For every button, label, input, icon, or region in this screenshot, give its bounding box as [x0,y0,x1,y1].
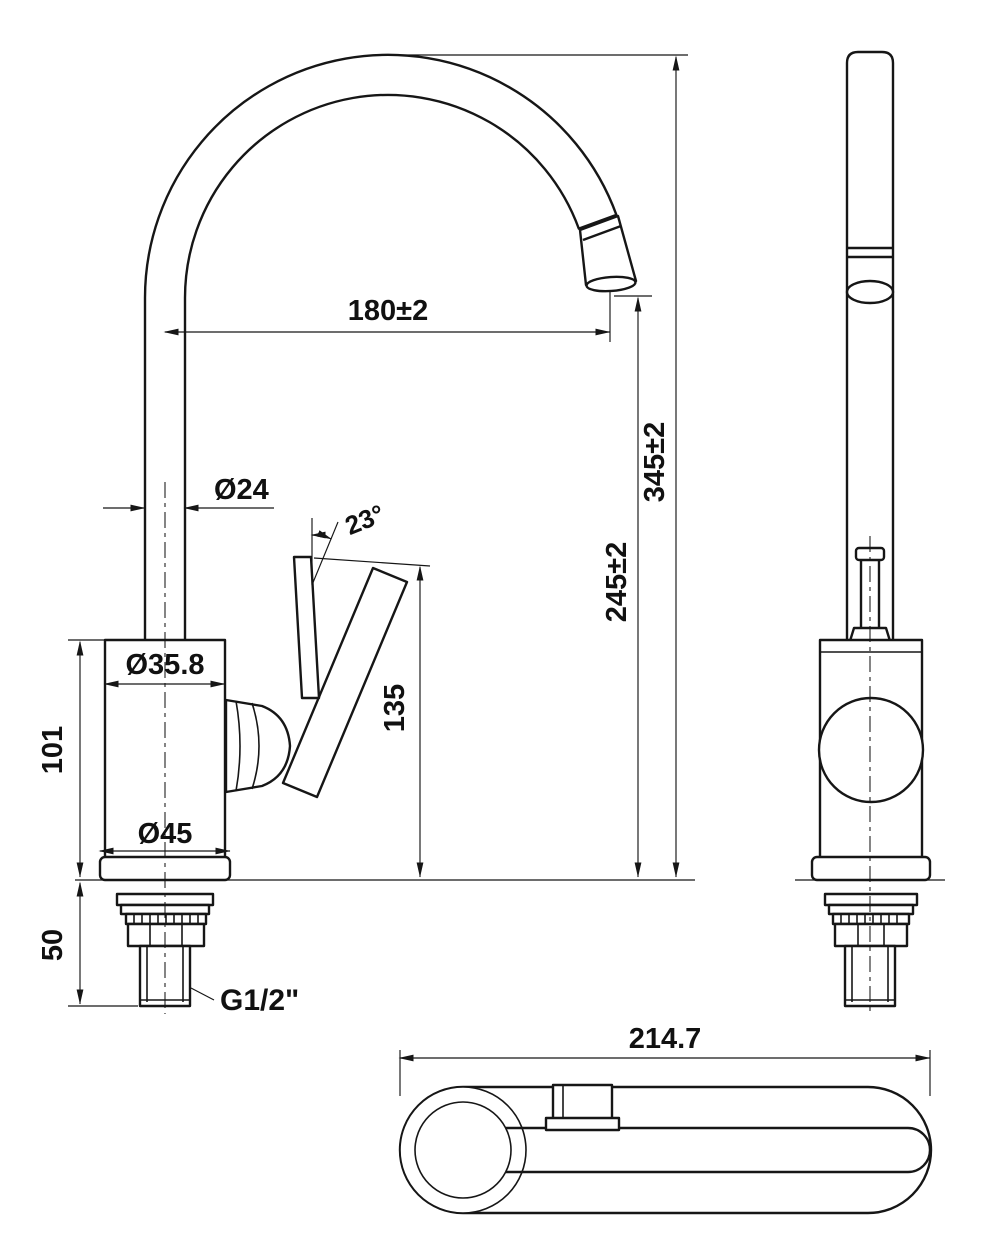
angle-axis-line [311,521,339,586]
side-washer [823,892,919,907]
dim-thread-size: G1/2" [220,984,299,1017]
side-view [795,50,945,1014]
dimension-thread-size: G1/2" [190,984,299,1017]
dim-top-view-length: 214.7 [629,1023,702,1055]
top-base-circle-outer [399,1086,527,1214]
lock-washer-teeth [133,915,199,923]
top-base-circle-inner [414,1101,512,1199]
spout-outline [143,53,618,643]
dim-base-diameter: Ø45 [138,818,193,850]
extension-line [313,557,431,567]
dim-tube-diameter: Ø24 [214,474,269,506]
dim-outlet-height: 245±2 [601,542,633,622]
dimension-overall-height: 345±2 [390,54,688,878]
side-nut [833,922,909,948]
leader-line [190,987,215,1001]
dimension-tube-diameter: Ø24 [103,474,274,512]
aerator [578,214,638,287]
dim-handle-height: 135 [379,684,411,732]
dimension-outlet-height: 245±2 [601,295,652,878]
dim-shank-length: 50 [37,929,69,961]
dim-handle-angle: 23° [341,498,389,541]
top-view [398,1083,933,1215]
dim-body-height: 101 [37,726,69,774]
top-handle [551,1083,614,1124]
handle-lever-tilted [281,566,409,799]
dimension-shank-length: 50 [37,881,138,1007]
side-lock-washer-teeth [840,915,898,923]
aerator-joint-line [582,224,622,242]
dimension-top-view-length: 214.7 [398,1023,931,1096]
front-view [75,53,695,1014]
angle-arc [310,530,332,540]
side-outlet-face [845,279,895,305]
dimension-base-diameter: Ø45 [98,818,231,855]
top-spout-tube [506,1126,932,1174]
handle-ball-joint [224,698,292,794]
side-base-flange [810,855,932,882]
dimension-body-height: 101 [37,639,105,878]
side-pipe [845,50,895,643]
mounting-nut [126,922,206,948]
handle-stem [292,555,321,700]
dimension-spout-reach: 180±2 [163,292,611,342]
top-handle-base [544,1116,621,1132]
side-ball-joint [817,696,925,804]
outlet-face [585,275,637,293]
dimension-handle-height: 135 [313,557,431,878]
dim-body-diameter: Ø35.8 [126,649,205,681]
side-washer-2 [827,903,915,916]
ball-joint-curve [251,702,260,790]
dimension-body-diameter: Ø35.8 [103,649,226,688]
dim-overall-height: 345±2 [639,422,671,502]
ball-joint-curve [235,700,241,792]
dim-spout-reach: 180±2 [348,295,428,327]
dimensions: 180±2 345±2 245±2 Ø24 23° [37,54,931,1096]
